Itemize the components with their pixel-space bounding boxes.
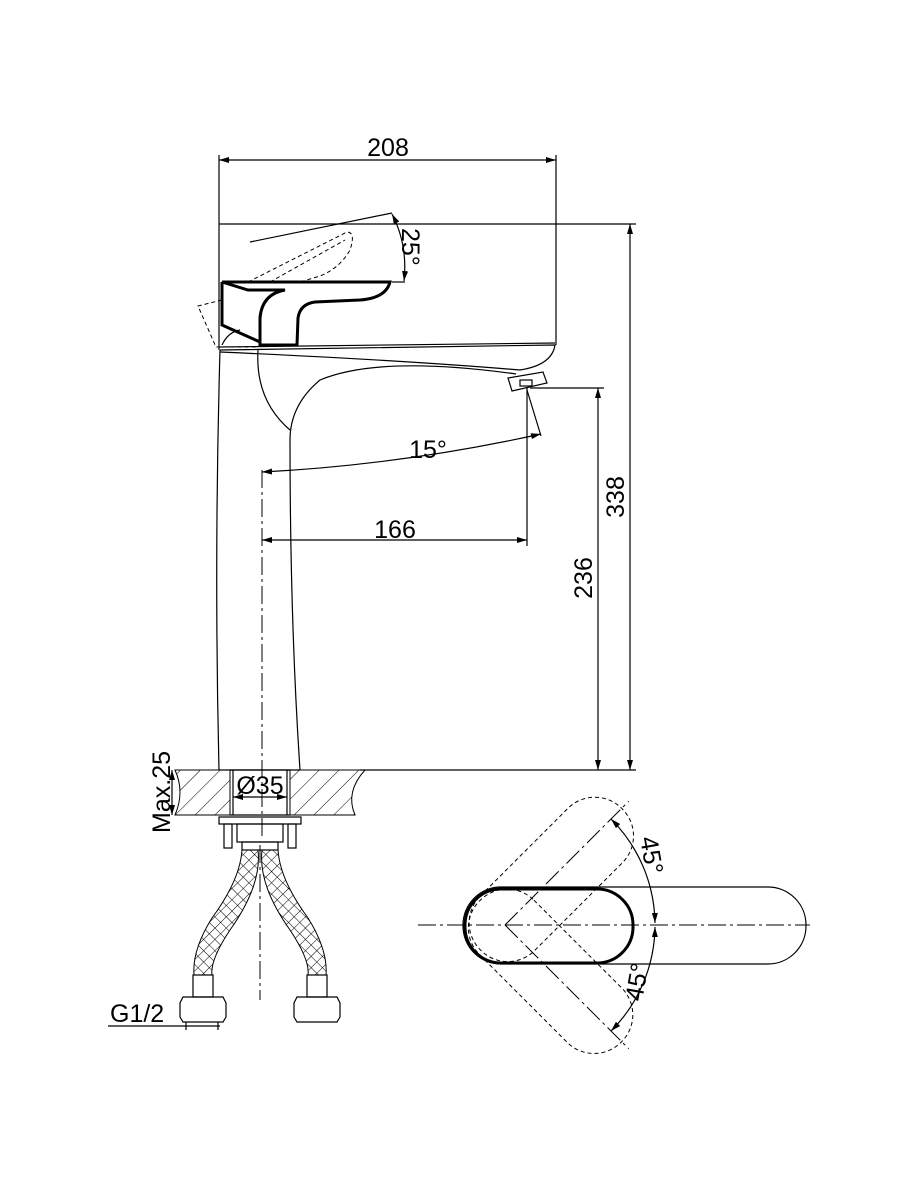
- dimension-spout-height: 236: [530, 387, 604, 770]
- dimension-total-width: 208: [218, 134, 557, 350]
- hole-diameter-label: Ø35: [236, 772, 283, 800]
- lever-tilt-label: 25°: [396, 228, 424, 266]
- spout-angle-label: 15°: [409, 436, 447, 464]
- reach-label: 166: [374, 516, 416, 544]
- width-label: 208: [367, 134, 409, 162]
- dimension-lever-tilt: 25°: [249, 212, 424, 283]
- dimension-spout-reach: 166: [261, 388, 528, 840]
- dimension-spout-angle: 15°: [261, 389, 542, 475]
- height-label: 338: [602, 476, 630, 518]
- spout-height-label: 236: [570, 557, 598, 599]
- faucet-body: [197, 231, 556, 771]
- supply-hoses: G1/2: [108, 845, 341, 1030]
- top-view: 45° 45°: [418, 796, 810, 1055]
- countertop-section: Ø35 Max.25: [148, 751, 367, 833]
- mounting-hardware: [218, 816, 302, 851]
- rotation-right-label: 45°: [620, 961, 654, 1003]
- rotation-left-label: 45°: [634, 834, 668, 876]
- max-thickness-label: Max.25: [148, 751, 176, 833]
- thread-label: G1/2: [110, 1000, 164, 1028]
- dimension-total-height: 338: [219, 223, 636, 771]
